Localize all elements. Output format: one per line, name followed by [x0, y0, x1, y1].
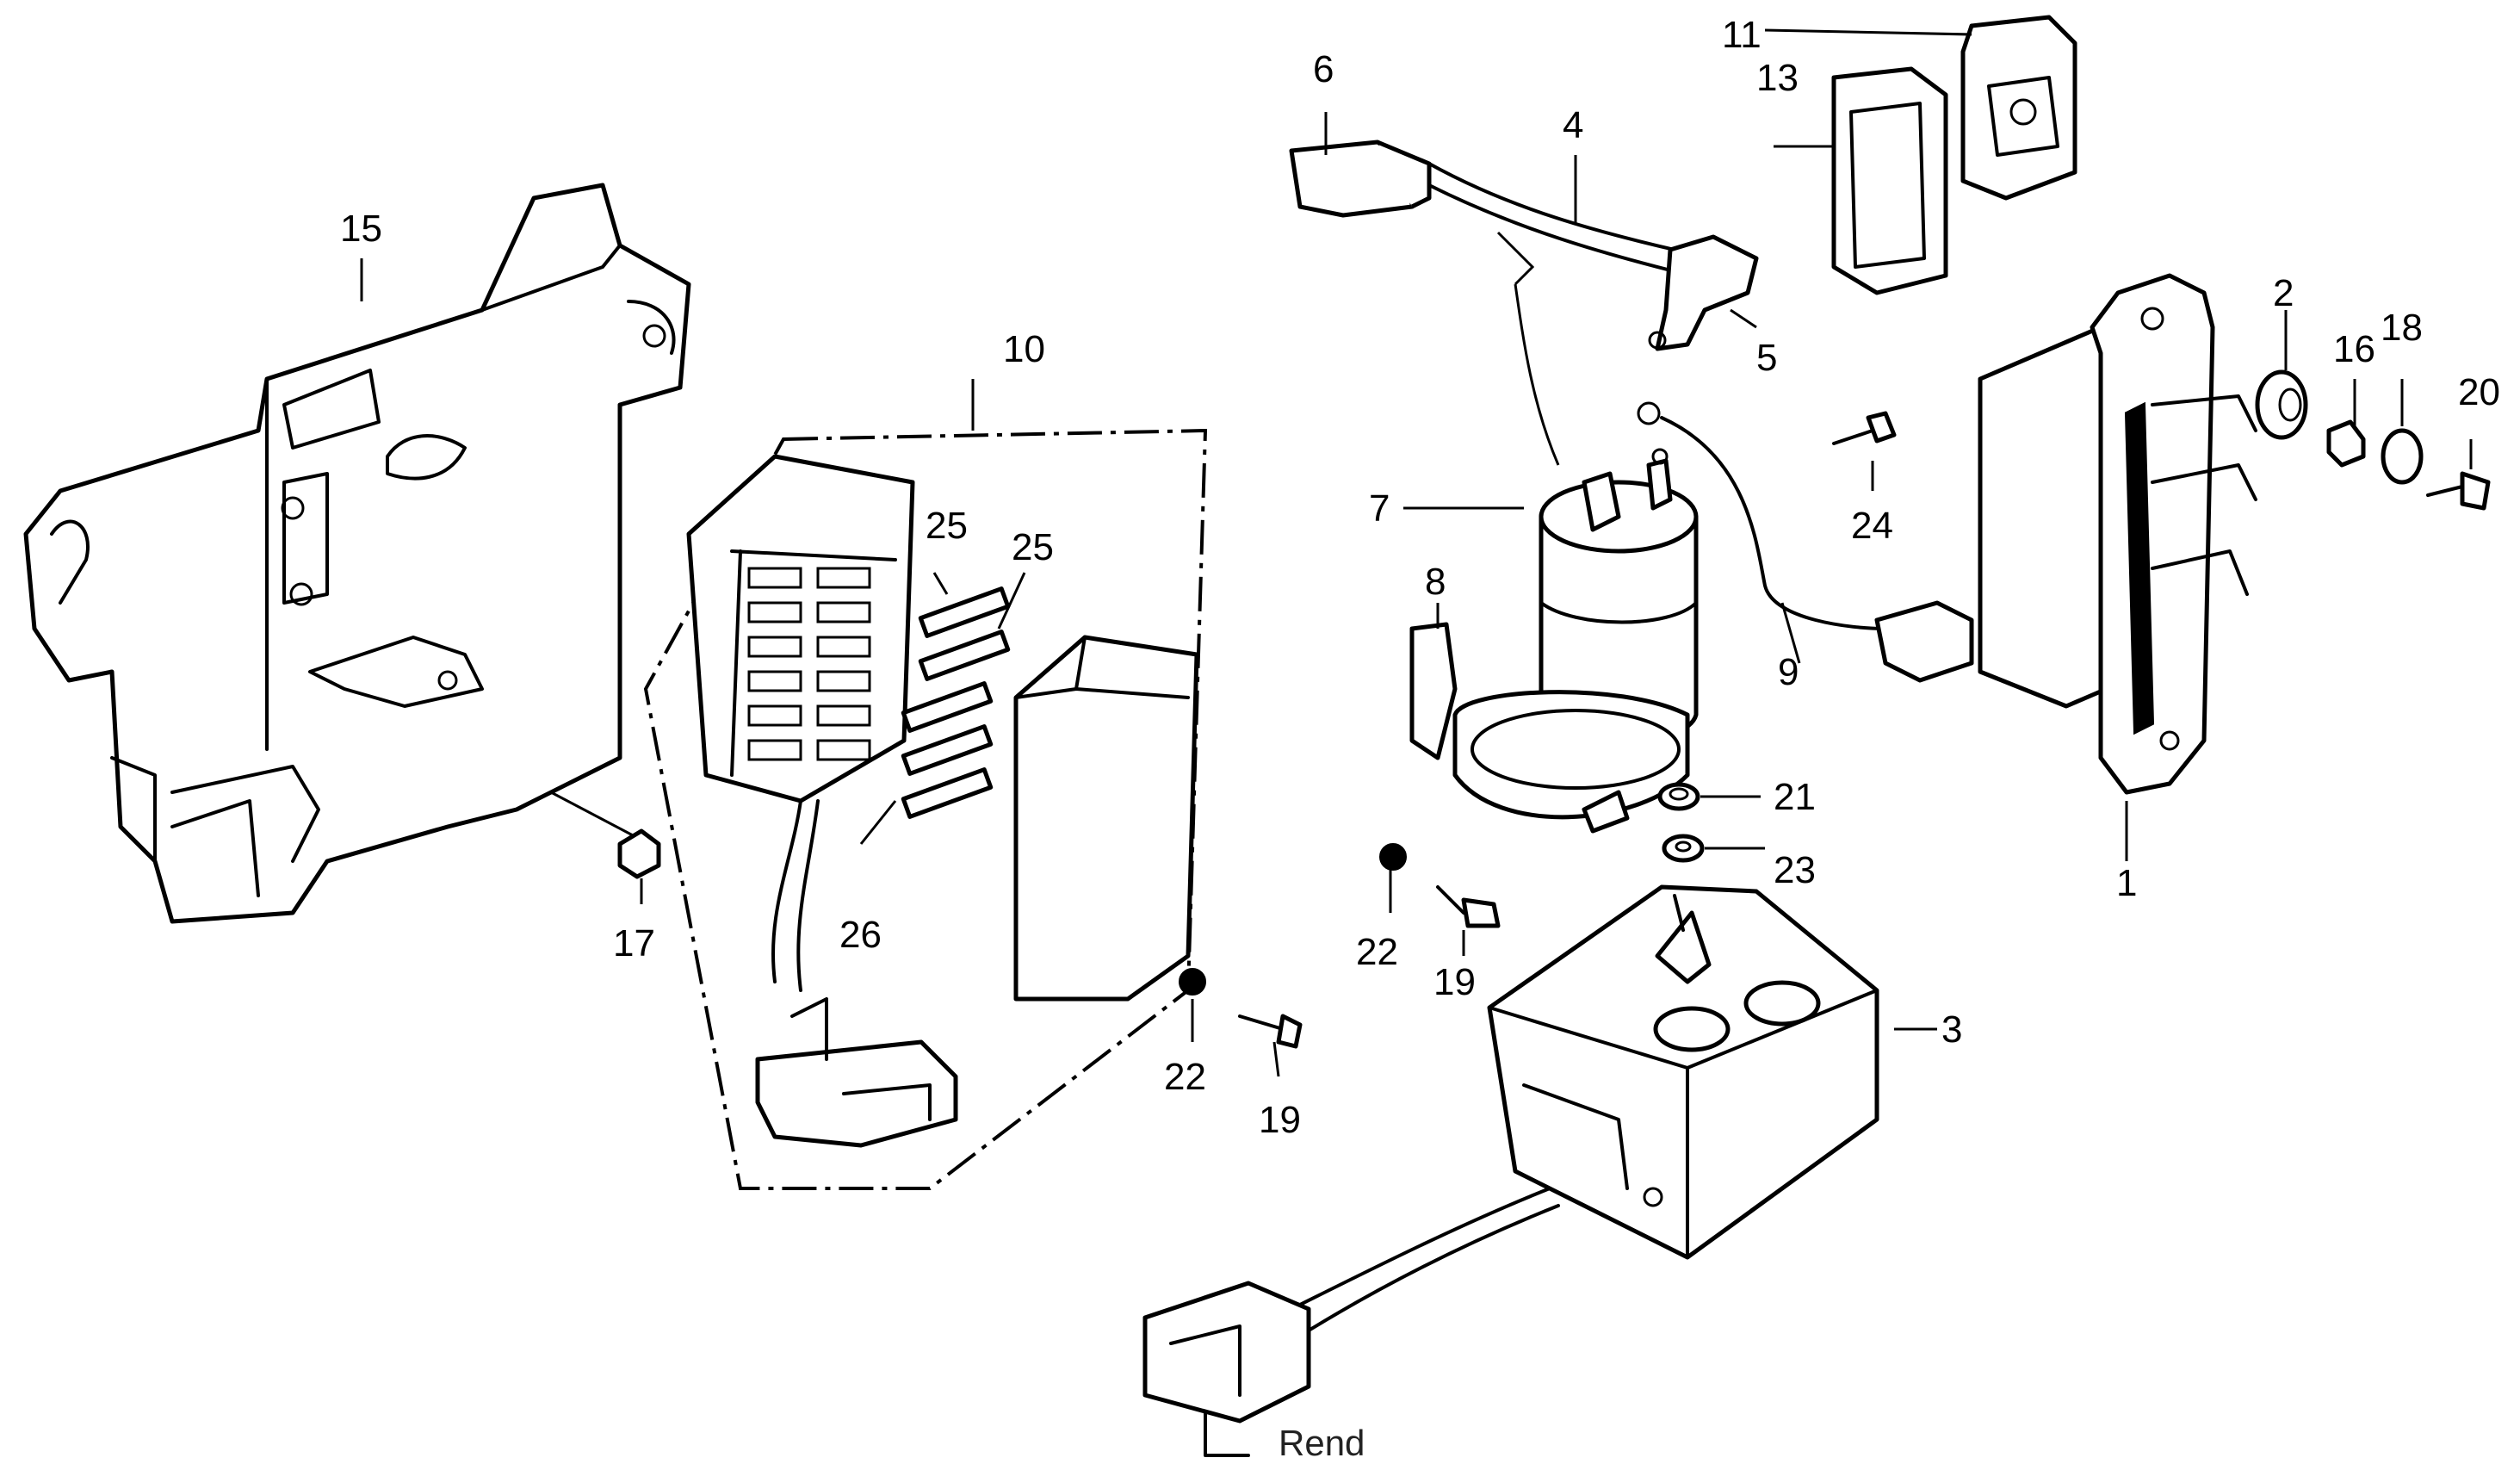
- mounting-bracket-part-15: [23, 183, 691, 924]
- bolt-part-19-left: [1238, 1014, 1303, 1049]
- callout-4: 4: [1563, 104, 1583, 146]
- callout-16: 16: [2333, 328, 2375, 370]
- fuses-part-25: [901, 586, 1011, 819]
- callout-26: 26: [839, 914, 882, 956]
- fuse-slots: [747, 567, 871, 761]
- callout-18: 18: [2381, 307, 2423, 349]
- wire-part-9: [1637, 401, 1974, 683]
- cover-part-13: [1831, 66, 1948, 295]
- callout-2: 2: [2273, 272, 2294, 314]
- callout-22-left: 22: [1164, 1056, 1206, 1098]
- fuse-box-assembly-part-10: [643, 428, 1208, 1190]
- callout-25-right: 25: [1012, 526, 1054, 568]
- callout-6: 6: [1313, 48, 1334, 90]
- nut-part-22-right: [1379, 843, 1407, 871]
- screw-part-20: [2426, 471, 2491, 511]
- callout-22-right: 22: [1356, 931, 1398, 973]
- callout-7: 7: [1369, 487, 1390, 530]
- callout-17: 17: [613, 922, 655, 965]
- callout-23: 23: [1774, 849, 1816, 891]
- condenser-part-7: [1539, 448, 1699, 747]
- callout-labels: 1 2 3 4 5 6 7 8 9 10 11 13 15 16 17 18 1…: [340, 14, 2500, 1463]
- callout-20: 20: [2458, 371, 2500, 413]
- terminal-cap-part-5: [1648, 234, 1759, 351]
- callout-10: 10: [1003, 328, 1045, 370]
- callout-5: 5: [1756, 337, 1777, 379]
- leader-lines: [360, 28, 2473, 1077]
- washer-part-18: [2381, 428, 2424, 485]
- callout-3: 3: [1941, 1008, 1962, 1051]
- bolt-part-19-right: [1436, 885, 1501, 928]
- collar-part-16: [2326, 419, 2366, 468]
- callout-24: 24: [1851, 505, 1893, 547]
- nut-part-17: [550, 791, 661, 879]
- callout-8: 8: [1425, 561, 1446, 603]
- switch-part-11: [1960, 15, 2077, 201]
- washer-part-23: [1662, 834, 1705, 863]
- callout-11: 11: [1722, 14, 1762, 56]
- callout-1: 1: [2116, 862, 2137, 904]
- nut-part-22-left: [1179, 968, 1206, 996]
- resistor-part-1: [1978, 273, 2257, 795]
- callout-9: 9: [1778, 651, 1799, 693]
- cap-part-6: [1289, 140, 1432, 218]
- nut-part-21: [1657, 782, 1700, 811]
- callout-25-left: 25: [926, 505, 968, 547]
- callout-21: 21: [1774, 776, 1816, 818]
- grommet-part-2: [2255, 369, 2308, 440]
- callout-19-right: 19: [1433, 961, 1476, 1003]
- clamp-bracket-part-8: [1409, 622, 1690, 834]
- watermark-text: Rend: [1279, 1423, 1365, 1463]
- callout-19-left: 19: [1259, 1099, 1301, 1141]
- screw-part-24: [1832, 411, 1897, 445]
- callout-15: 15: [340, 208, 382, 250]
- control-unit-part-3: [1142, 884, 1879, 1457]
- callout-13: 13: [1756, 57, 1799, 99]
